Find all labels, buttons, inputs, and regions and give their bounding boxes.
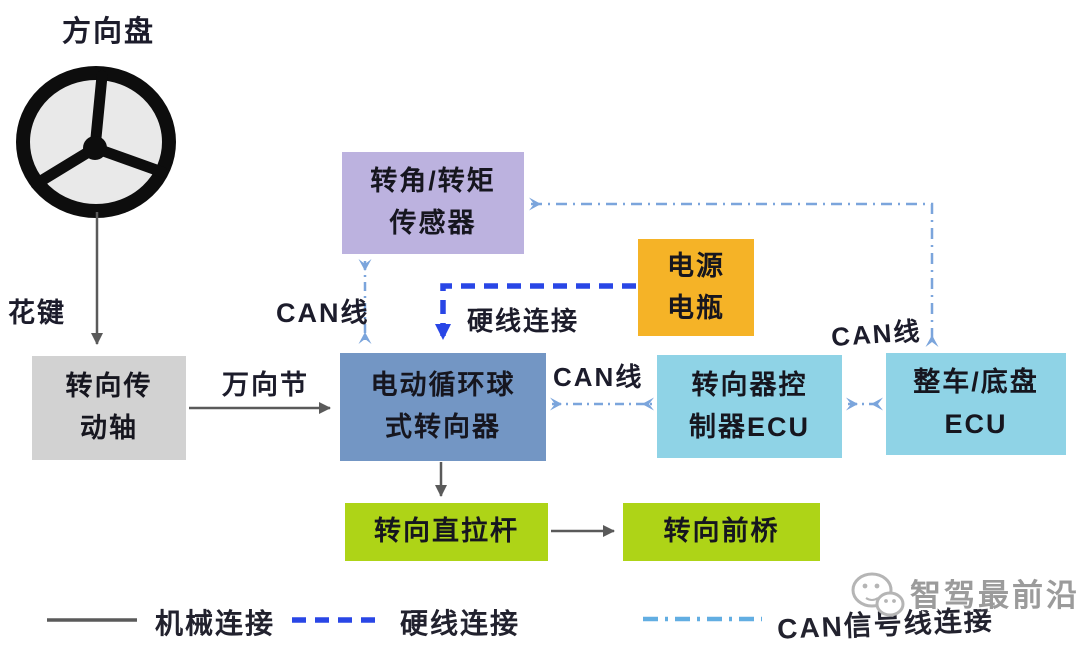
wechat-icon — [851, 572, 905, 617]
node-sensor-line1: 转角/转矩 — [370, 166, 496, 197]
edge-hardwire-power-gear — [435, 283, 636, 340]
node-steering-gear: 电动循环球 式转向器 — [340, 353, 546, 461]
node-gear-line1: 电动循环球 — [370, 370, 516, 401]
steering-wheel-icon — [16, 66, 176, 218]
node-vehicle-chassis-ecu: 整车/底盘 ECU — [886, 353, 1066, 455]
node-front-axle: 转向前桥 — [623, 503, 820, 561]
node-front-axle-label: 转向前桥 — [663, 516, 780, 547]
legend-hardwire-label: 硬线连接 — [400, 608, 521, 639]
universal-joint-edge-label: 万向节 — [222, 370, 309, 400]
node-steering-shaft-line2: 动轴 — [80, 413, 138, 443]
hardwire-edge-label: 硬线连接 — [467, 306, 580, 336]
can-line-label-middle: CAN线 — [553, 362, 644, 392]
node-power-line1: 电源 — [667, 250, 725, 281]
node-ecu1-line2: 制器ECU — [688, 411, 810, 442]
legend-mechanical-label: 机械连接 — [155, 608, 276, 639]
node-angle-torque-sensor: 转角/转矩 传感器 — [342, 152, 524, 254]
can-line-label-left: CAN线 — [276, 298, 370, 328]
watermark-text: 智驾最前沿 — [910, 578, 1080, 613]
node-ecu2-line1: 整车/底盘 — [913, 367, 1039, 398]
node-steering-shaft: 转向传 动轴 — [32, 356, 186, 460]
node-steering-controller-ecu: 转向器控 制器ECU — [657, 355, 842, 458]
node-ecu1-line1: 转向器控 — [691, 369, 808, 400]
node-gear-line2: 式转向器 — [385, 412, 501, 442]
edge-can-ecu2-sensor — [529, 197, 939, 347]
node-power-line2: 电瓶 — [667, 292, 725, 323]
can-line-label-right: CAN线 — [830, 315, 923, 353]
node-power-battery: 电源 电瓶 — [638, 239, 754, 336]
spline-edge-label: 花键 — [8, 298, 66, 328]
node-sensor-line2: 传感器 — [389, 208, 477, 238]
node-drag-link-label: 转向直拉杆 — [374, 516, 519, 547]
node-drag-link: 转向直拉杆 — [345, 503, 548, 561]
watermark: 智驾最前沿 — [850, 570, 1080, 622]
node-steering-shaft-line1: 转向传 — [65, 371, 153, 402]
node-ecu2-line2: ECU — [944, 409, 1008, 439]
steering-wheel-label: 方向盘 — [62, 16, 156, 48]
